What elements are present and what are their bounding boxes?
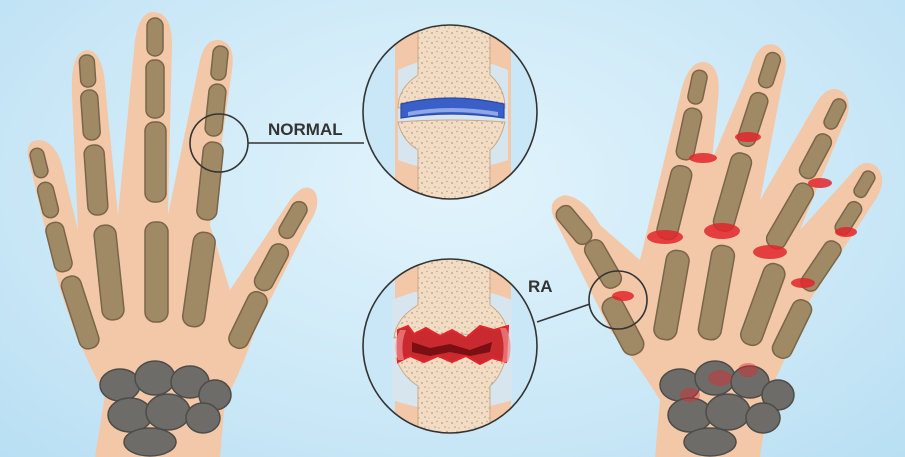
- normal-hand-skin: [28, 12, 318, 457]
- normal-label: NORMAL: [268, 120, 343, 139]
- ra-label: RA: [528, 277, 553, 296]
- ra-hand: [552, 44, 883, 457]
- ra-joint-cross-section: [360, 245, 540, 450]
- ra-pointer-line: [537, 304, 590, 322]
- normal-hand: [28, 12, 318, 457]
- normal-joint-cross-section: [360, 14, 540, 214]
